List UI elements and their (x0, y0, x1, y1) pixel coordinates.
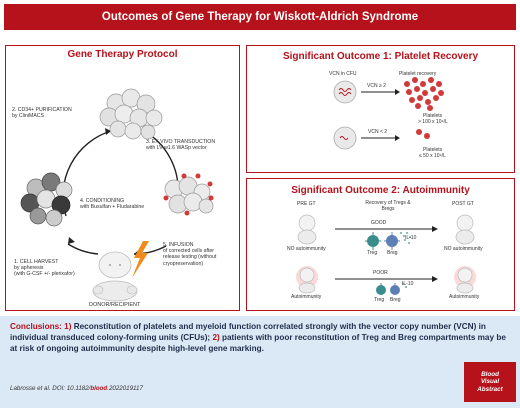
il10-dots-good-icon (400, 232, 411, 244)
low-vcn-condition: VCN < 2 (368, 129, 388, 135)
treg-label-poor: Treg (374, 297, 385, 303)
step3-label: 3. EX VIVO TRANSDUCTION with LV-w1.6 WAS… (146, 139, 215, 151)
step3-text: with LV-w1.6 WASp vector (146, 145, 207, 152)
conclusions-section: Conclusions: 1) Reconstitution of platel… (0, 316, 520, 408)
arrowhead (105, 128, 111, 135)
pre-gt-baby-autoimmune-icon (296, 266, 318, 294)
treg-cell-good-icon (365, 232, 381, 250)
citation: Labrosse et al. DOI: 10.1182/blood.20220… (10, 385, 143, 392)
low-platelet-result-2: ≤ 50 x 10⁹/L (419, 153, 446, 159)
high-platelet-result-2: > 100 x 10⁹/L (418, 119, 448, 125)
step4-label: 4. CONDITIONING with Busulfan + Fludarab… (80, 198, 144, 210)
treg-cell-poor-icon (376, 283, 386, 295)
step5-text-2: release testing (without (163, 254, 217, 261)
transduced-cells-icon (163, 173, 214, 216)
conclusion-text-2: patients with poor reconstitution of Tre… (10, 333, 506, 353)
protocol-diagram (20, 88, 214, 302)
breg-cell-poor-icon (390, 283, 400, 295)
step5-title: 5. INFUSION (163, 242, 194, 248)
protocol-panel-title: Gene Therapy Protocol (67, 49, 178, 60)
post-gt-baby-autoimmune-icon (454, 266, 476, 294)
autoimmunity-pre-label: Autoimmunity (291, 294, 322, 300)
high-vcn-condition: VCN ≥ 2 (367, 83, 386, 89)
cycle-arrow-bottom-left (67, 243, 99, 255)
no-autoimmunity-post-label: NO autoimmunity (444, 246, 483, 252)
conclusions-text: Conclusions: 1) Reconstitution of platel… (10, 321, 512, 354)
blood-visual-abstract-badge: Blood Visual Abstract (464, 362, 516, 402)
baby-icon (92, 251, 138, 302)
no-autoimmunity-pre-label: NO autoimmunity (287, 246, 326, 252)
citation-suffix: .2022019117 (107, 385, 143, 392)
step1-label: 1. CELL HARVEST by apheresis (with G-CSF… (14, 259, 75, 278)
conclusion-number-1: 1) (64, 322, 72, 331)
badge-line-2: Visual (480, 378, 500, 386)
breg-cell-good-icon (384, 232, 400, 250)
autoimmunity-diagram (296, 214, 476, 295)
il10-label-poor: IL-10 (402, 281, 414, 287)
platelet-recovery-header: Platelet recovery (399, 71, 437, 77)
step1-title: 1. CELL HARVEST (14, 259, 59, 265)
post-gt-baby-healthy-icon (455, 214, 475, 245)
arrowhead (68, 237, 75, 244)
cd34-cells-icon (99, 88, 163, 140)
high-vcn-cell-icon (333, 80, 357, 104)
post-gt-header: POST GT (452, 201, 474, 207)
citation-journal: blood (90, 385, 108, 392)
recovery-header: Recovery of Tregs & Bregs (362, 200, 414, 212)
step1-text-2: (with G-CSF +/- plerixafor) (14, 271, 75, 278)
step3-title: 3. EX VIVO TRANSDUCTION (146, 139, 216, 145)
good-label: GOOD (371, 220, 387, 226)
recovery-header-line-1: Recovery of Tregs & (365, 200, 411, 206)
recovery-header-line-2: Bregs (381, 206, 395, 212)
protocol-panel: Gene Therapy Protocol (5, 45, 240, 311)
step5-text-3: cryopreservation) (163, 260, 204, 267)
breg-label-poor: Breg (390, 297, 401, 303)
donor-recipient-label: DONOR/RECIPIENT (89, 302, 141, 308)
step5-label: 5. INFUSION of corrected cells after rel… (163, 242, 216, 267)
platelet-cluster-low-icon (416, 129, 430, 139)
autoimmunity-panel-title: Significant Outcome 2: Autoimmunity (291, 185, 470, 196)
conclusion-text-1: Reconstitution of platelets and myeloid … (10, 322, 486, 342)
platelet-cluster-high-icon (404, 77, 444, 111)
platelet-panel: Significant Outcome 1: Platelet Recovery (246, 45, 515, 173)
badge-line-3: Abstract (477, 385, 503, 393)
step4-text: with Busulfan + Fludarabine (80, 204, 145, 211)
low-platelet-result-1: Platelets (423, 147, 443, 153)
platelet-panel-title: Significant Outcome 1: Platelet Recovery (282, 51, 479, 62)
autoimmunity-panel: Significant Outcome 2: Autoimmunity (246, 178, 515, 311)
step1-text: by apheresis (14, 265, 44, 272)
step2-text: by CliniMACS (12, 113, 44, 120)
pre-gt-baby-healthy-icon (297, 214, 317, 245)
title-text: Outcomes of Gene Therapy for Wiskott-Ald… (101, 11, 419, 23)
il10-label-good: IL-10 (405, 235, 417, 241)
platelet-diagram (333, 77, 444, 150)
autoimmunity-post-label: Autoimmunity (449, 294, 480, 300)
poor-label: POOR (373, 270, 388, 276)
il10-dots-poor-icon (402, 283, 407, 288)
citation-prefix: Labrosse et al. DOI: 10.1182/ (10, 385, 91, 392)
harvested-cells-icon (20, 172, 73, 227)
conclusions-lead: Conclusions: (10, 322, 62, 331)
low-vcn-cell-icon (333, 126, 357, 150)
badge-line-1: Blood (481, 371, 499, 379)
page-title: Outcomes of Gene Therapy for Wiskott-Ald… (4, 4, 516, 30)
high-platelet-result-1: Platelets (423, 113, 443, 119)
pre-gt-header: PRE GT (297, 201, 316, 207)
vcn-header: VCN in CFU (329, 71, 357, 77)
treg-label-good: Treg (367, 250, 378, 256)
step2-title: 2. CD34+ PURIFICATION (12, 107, 72, 113)
step5-text-1: of corrected cells after (163, 248, 215, 255)
conclusion-number-2: 2) (212, 333, 220, 342)
step4-title: 4. CONDITIONING (80, 198, 125, 204)
step2-label: 2. CD34+ PURIFICATION by CliniMACS (12, 107, 72, 119)
breg-label-good: Breg (387, 250, 398, 256)
conditioning-bolt-icon (132, 241, 149, 278)
